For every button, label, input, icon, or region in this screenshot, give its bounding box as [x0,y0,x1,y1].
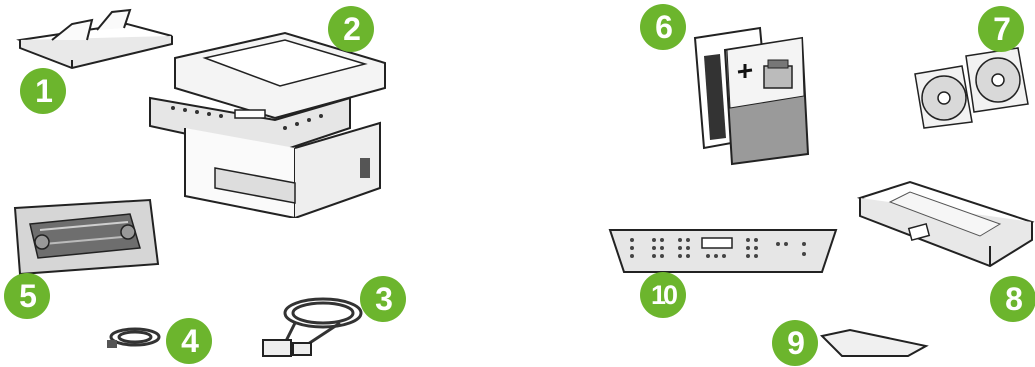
documentation-booklets-icon [690,26,810,166]
document-feeder-tray-icon [12,2,177,72]
callout-badge: 2 [328,6,374,52]
callout-badge: 3 [360,276,406,322]
callout-badge: 1 [20,68,66,114]
power-cord-icon [255,288,375,363]
all-in-one-printer-icon [145,28,395,218]
callout-badge: 5 [4,273,50,319]
callout-badge: 10 [640,272,686,318]
control-panel-overlay-icon [608,226,838,276]
callout-badge: 8 [990,276,1035,322]
callout-badge: 4 [166,318,212,364]
input-tray-cover-icon [820,328,930,358]
media-input-tray-icon [850,176,1035,286]
software-cds-icon [910,44,1030,129]
callout-badge: 7 [978,6,1024,52]
callout-badge: 9 [772,320,818,366]
callout-badge: 6 [640,4,686,50]
phone-cord-icon [105,322,165,352]
print-cartridge-icon [10,196,160,276]
